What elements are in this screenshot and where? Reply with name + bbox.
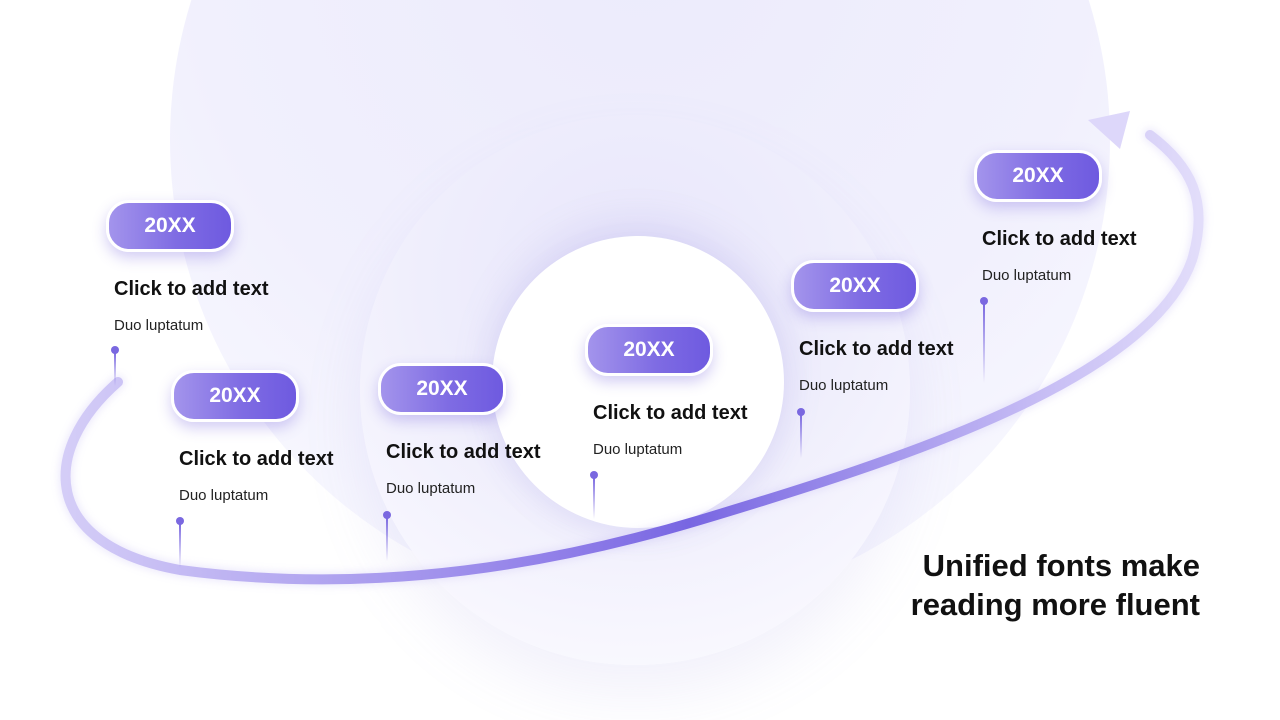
milestone-title[interactable]: Click to add text bbox=[982, 228, 1137, 250]
year-pill[interactable]: 20XX bbox=[378, 363, 506, 415]
caption-line-2: reading more fluent bbox=[910, 587, 1200, 622]
pin-dot bbox=[383, 511, 391, 519]
pin-line bbox=[983, 303, 985, 383]
milestone-title[interactable]: Click to add text bbox=[593, 402, 748, 424]
milestone-description[interactable]: Duo luptatum bbox=[114, 317, 204, 334]
arrow-head bbox=[1088, 111, 1130, 149]
milestone-title[interactable]: Click to add text bbox=[179, 448, 334, 470]
pin-line bbox=[114, 352, 116, 386]
year-pill[interactable]: 20XX bbox=[106, 200, 234, 252]
caption-line-1: Unified fonts make bbox=[922, 548, 1200, 583]
pin-line bbox=[386, 517, 388, 561]
pin-line bbox=[179, 523, 181, 568]
pin-line bbox=[593, 477, 595, 519]
pin-line bbox=[800, 414, 802, 458]
pin-dot bbox=[980, 297, 988, 305]
milestone-description[interactable]: Duo luptatum bbox=[593, 441, 683, 458]
year-pill[interactable]: 20XX bbox=[791, 260, 919, 312]
milestone-title[interactable]: Click to add text bbox=[799, 338, 954, 360]
year-pill[interactable]: 20XX bbox=[974, 150, 1102, 202]
milestone-description[interactable]: Duo luptatum bbox=[386, 480, 476, 497]
milestone-title[interactable]: Click to add text bbox=[114, 278, 269, 300]
pin-dot bbox=[590, 471, 598, 479]
year-pill[interactable]: 20XX bbox=[171, 370, 299, 422]
inner-ring-decoration bbox=[492, 236, 784, 528]
caption-text[interactable]: Unified fonts make reading more fluent bbox=[911, 546, 1200, 624]
pin-dot bbox=[176, 517, 184, 525]
pin-dot bbox=[797, 408, 805, 416]
year-pill[interactable]: 20XX bbox=[585, 324, 713, 376]
pin-dot bbox=[111, 346, 119, 354]
milestone-title[interactable]: Click to add text bbox=[386, 441, 541, 463]
milestone-description[interactable]: Duo luptatum bbox=[982, 267, 1072, 284]
milestone-description[interactable]: Duo luptatum bbox=[179, 487, 269, 504]
milestone-description[interactable]: Duo luptatum bbox=[799, 377, 889, 394]
